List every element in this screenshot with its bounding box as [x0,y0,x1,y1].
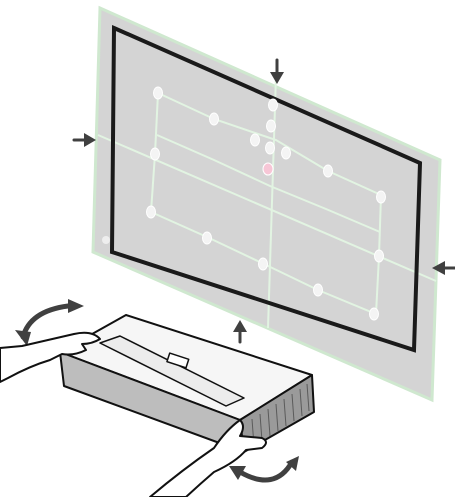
alignment-node [281,146,291,160]
alignment-node [374,249,384,263]
alignment-node [376,190,386,204]
hands [0,331,267,497]
bottom-alignment-arrow [233,320,247,344]
alignment-nodes [146,86,386,321]
grid-inner-polyline [156,134,381,233]
alignment-node [250,133,260,147]
alignment-node [268,98,278,112]
alignment-node [266,119,276,133]
left-alignment-arrow [72,133,96,147]
projected-image-plane [91,5,442,403]
upper-left-rotation-arrow [15,299,84,346]
alignment-node [202,231,212,245]
projector [59,314,315,453]
projector-lens-slot [99,335,245,407]
screen-frame [109,24,423,353]
right-alignment-arrow [432,261,455,275]
alignment-center-marker [262,162,274,176]
right-hand [149,419,267,497]
grid-vertical-center-line [267,74,277,329]
alignment-node [150,147,160,161]
alignment-node [258,257,268,271]
left-hand [0,331,101,383]
alignment-node [265,141,275,155]
projector-vent [251,383,310,447]
alignment-node [323,164,333,178]
lower-right-rotation-arrow [229,456,299,483]
alignment-arrows [72,58,455,344]
alignment-node [313,283,323,297]
alignment-node [369,307,379,321]
rotation-arrows [15,299,299,483]
projector-control-panel [166,352,190,369]
alignment-node [209,112,219,126]
alignment-node [146,205,156,219]
alignment-node [153,86,163,100]
top-alignment-arrow [270,58,284,84]
corner-marker [102,236,110,244]
